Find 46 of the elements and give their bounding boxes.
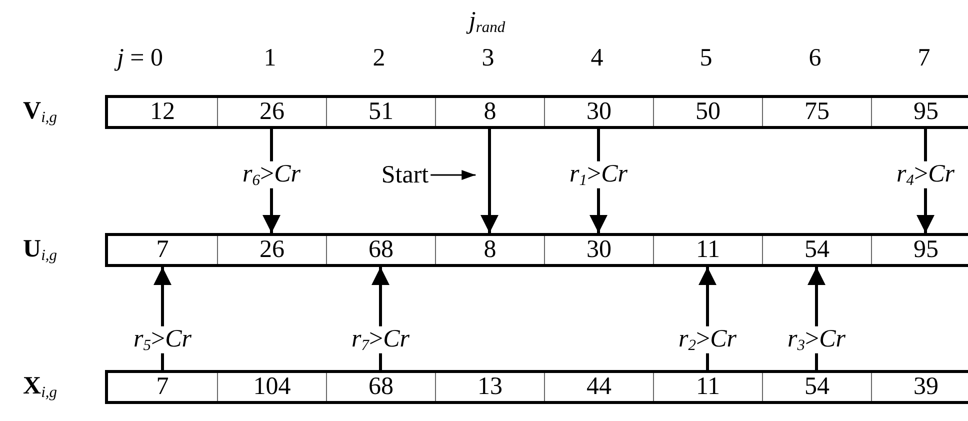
table-cell: 8	[435, 236, 544, 264]
table-cell: 30	[544, 236, 653, 264]
table-cell: 54	[762, 373, 871, 401]
table-cell: 39	[871, 373, 968, 401]
column-index: 4	[590, 46, 604, 70]
arrow	[430, 170, 476, 180]
table-cell: 95	[871, 236, 968, 264]
table-cell: 54	[762, 236, 871, 264]
table-cell: 26	[217, 98, 326, 126]
edge-label: r$_{1}$>Cr	[568, 161, 628, 189]
edge-label: r$_{4}$>Cr	[896, 161, 956, 189]
table-cell: 75	[762, 98, 871, 126]
edge-label: r$_{6}$>Cr	[242, 161, 302, 189]
table-cell: 12	[108, 98, 217, 126]
table-cell: 13	[435, 373, 544, 401]
column-index: j = 0	[116, 46, 164, 70]
table-cell: 30	[544, 98, 653, 126]
table-cell: 95	[871, 98, 968, 126]
column-index: 6	[808, 46, 822, 70]
column-index: 3	[482, 46, 494, 70]
table-cell: 26	[217, 236, 326, 264]
column-index: 2	[372, 46, 386, 70]
index-label: j$_{rand}$	[468, 8, 506, 36]
table-cell: 104	[217, 373, 326, 401]
table-cell: 50	[653, 98, 762, 126]
table-cell: 11	[653, 236, 762, 264]
table-cell: 44	[544, 373, 653, 401]
edge-label: r$_{2}$>Cr	[678, 326, 738, 354]
column-index: 7	[918, 46, 930, 70]
vector-label: V$_{i,g}$	[23, 98, 57, 126]
table-cell: 11	[653, 373, 762, 401]
table-cell: 68	[326, 236, 435, 264]
edge-label: r$_{3}$>Cr	[786, 326, 846, 354]
arrow	[480, 129, 498, 233]
edge-label: r$_{5}$>Cr	[132, 326, 192, 354]
start-label: Start	[381, 162, 429, 188]
table-cell: 8	[435, 98, 544, 126]
column-index: 5	[700, 46, 712, 70]
column-index: 1	[264, 46, 276, 70]
edge-label: r$_{7}$>Cr	[350, 326, 410, 354]
table-cell: 7	[108, 236, 217, 264]
vector-label: U$_{i,g}$	[23, 236, 57, 264]
table-cell: 7	[108, 373, 217, 401]
vector-label: X$_{i,g}$	[23, 373, 57, 401]
table-cell: 68	[326, 373, 435, 401]
table-cell: 51	[326, 98, 435, 126]
